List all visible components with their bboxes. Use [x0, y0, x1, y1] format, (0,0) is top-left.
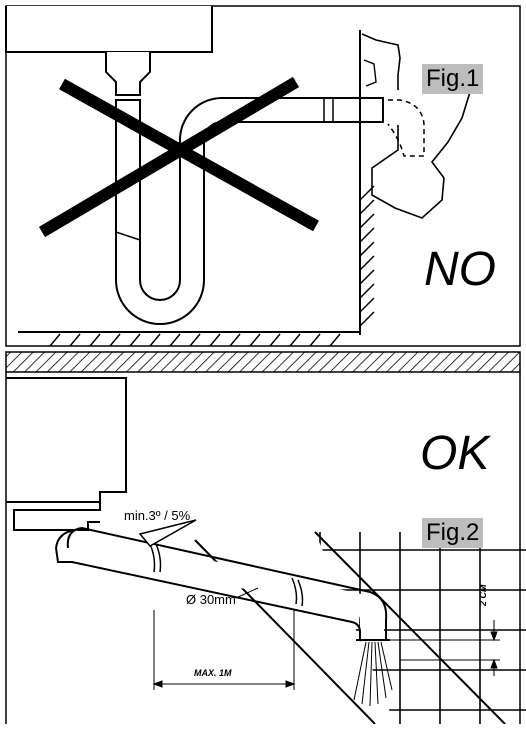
pipe-joint-2: [149, 543, 156, 573]
top-panel-drawing: [5, 5, 521, 347]
pipe-joint: [115, 231, 141, 241]
top-panel-frame: [5, 5, 521, 347]
bottom-panel-drawing: [5, 372, 526, 725]
slope-angle-marker: [138, 519, 197, 547]
floor-hatching: [49, 333, 341, 347]
hidden-pipe-dashed: [387, 99, 425, 157]
drain-outline: [361, 33, 471, 219]
drain-detail: [363, 59, 377, 87]
verdict-ok: OK: [420, 427, 490, 480]
height-dimension: [386, 620, 500, 676]
prohibition-cross: [38, 76, 319, 238]
separator-band: [5, 351, 521, 373]
slope-label: min.3º / 5%: [124, 508, 191, 523]
drain-pipe-bottom: [55, 547, 361, 640]
length-dimension: [152, 610, 296, 690]
diameter-label: Ø 30mm: [186, 592, 236, 607]
wall-edge: [314, 531, 506, 725]
height-label: 2 CM: [478, 584, 488, 606]
drain-pipe-top: [66, 526, 388, 640]
wall-hatching: [359, 185, 375, 327]
outlet-nozzle: [105, 52, 151, 96]
siphon-pipe-outline: [115, 97, 384, 325]
verdict-no: NO: [424, 243, 496, 296]
siphon-pipe-fill: [117, 99, 384, 323]
max-length-label: MAX. 1M: [194, 668, 232, 678]
figure-label-1: Fig.1: [422, 64, 484, 94]
figure-label-2: Fig.2: [422, 518, 484, 548]
outlet-nozzle-2: [50, 521, 100, 531]
appliance-body-2: [6, 377, 127, 531]
water-jets: [353, 641, 393, 707]
appliance-body: [5, 6, 213, 53]
